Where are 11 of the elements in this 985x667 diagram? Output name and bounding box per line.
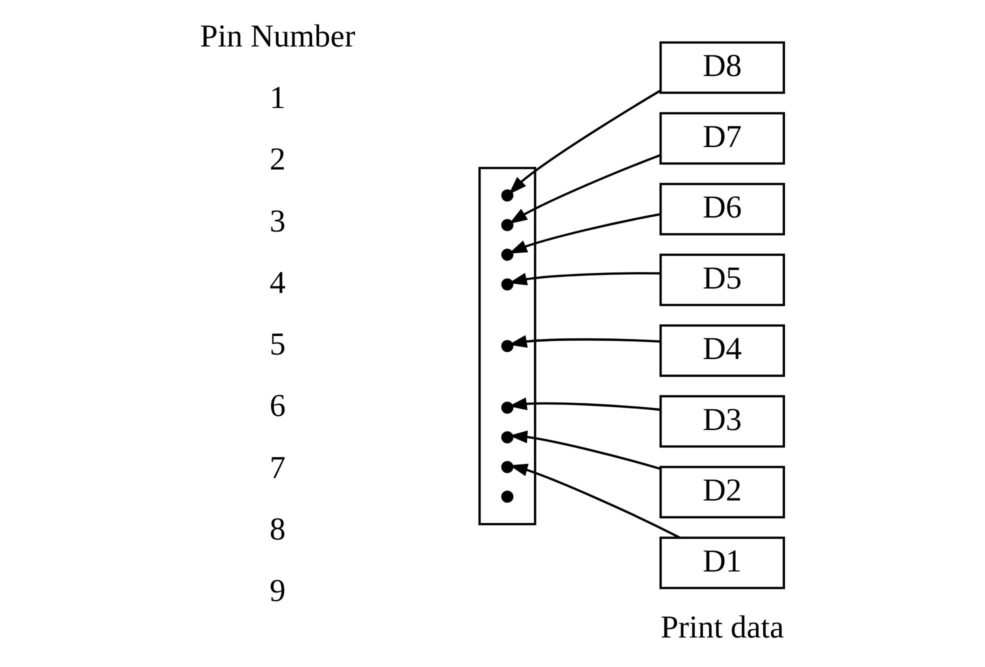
label: 2 — [270, 142, 286, 177]
label: 4 — [270, 264, 286, 300]
label: 1 — [270, 80, 286, 115]
label: 7 — [270, 450, 286, 485]
label: 8 — [270, 511, 286, 546]
label: 9 — [270, 572, 286, 608]
label: 5 — [270, 326, 286, 362]
label: Pin Number — [200, 18, 356, 54]
label: 3 — [270, 203, 286, 238]
label: 6 — [270, 388, 286, 424]
label: Print data — [660, 610, 784, 645]
